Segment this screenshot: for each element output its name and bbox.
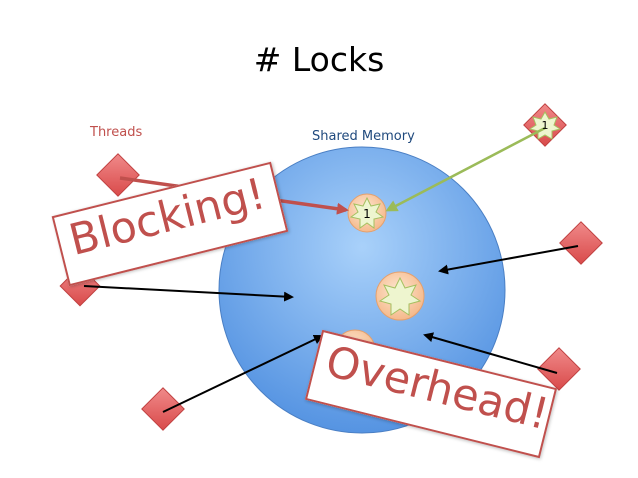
arrow-right-bottom xyxy=(423,332,558,374)
thread-bottom-left xyxy=(141,387,185,431)
star-icon xyxy=(378,276,422,316)
threads-label: Threads xyxy=(90,125,143,140)
lock-object-middle xyxy=(375,271,425,321)
thread-right-top xyxy=(559,221,603,265)
star-icon xyxy=(349,196,385,229)
star-icon xyxy=(528,110,562,140)
arrow-bottom-left xyxy=(162,334,324,413)
slide-title: # Locks xyxy=(253,40,385,79)
shared-memory-label: Shared Memory xyxy=(312,129,415,144)
thread-top-left xyxy=(96,153,140,197)
lock-counter-thread-right: 1 xyxy=(542,119,549,132)
arrow-top-right-to-lock xyxy=(385,126,546,212)
lock-object-top xyxy=(347,193,387,233)
lock-counter-top: 1 xyxy=(363,207,371,221)
arrow-middle-left xyxy=(83,285,294,302)
arrow-right-top xyxy=(438,245,579,275)
thread-right-bottom xyxy=(537,347,581,391)
